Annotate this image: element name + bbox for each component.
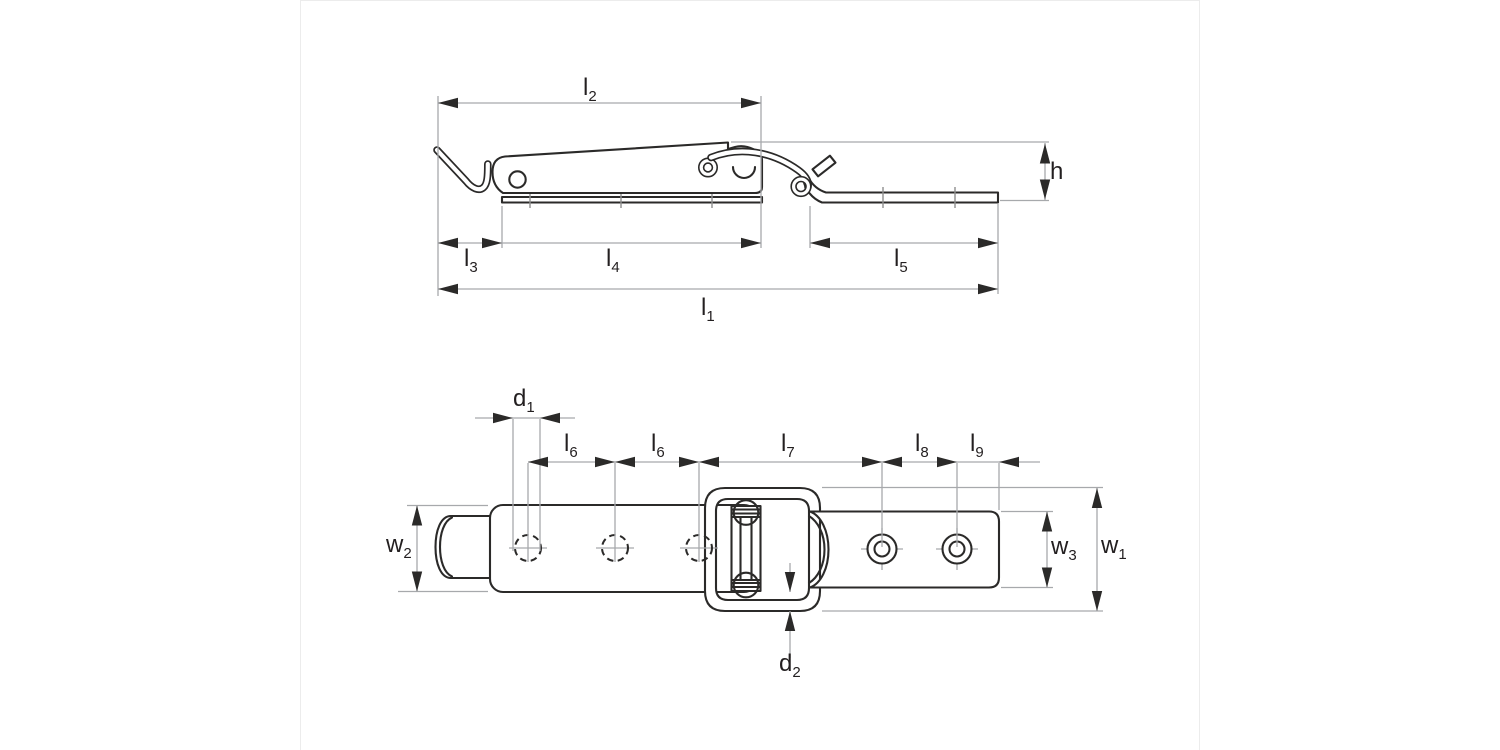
side-view-part (433, 141, 1000, 208)
catch-plate-holes (861, 528, 978, 570)
dim-label-l6b: l6 (651, 430, 665, 461)
grip-end (434, 514, 490, 580)
drawing-canvas (300, 0, 1200, 750)
roller-pin (730, 499, 762, 599)
top-view-part (434, 486, 1001, 613)
side-pivot-arc (731, 165, 757, 179)
catch-plate (808, 510, 1001, 589)
dim-label-w1: w1 (1100, 532, 1127, 563)
dim-label-h: h (1050, 158, 1063, 185)
spring-tab (811, 154, 837, 178)
dim-label-l7: l7 (781, 430, 795, 461)
dim-label-l2: l2 (583, 74, 597, 105)
top-view-dimensions: d1 l6 l6 l7 l8 l9 w2 w3 w1 d2 (385, 385, 1127, 681)
dim-label-w3: w3 (1050, 533, 1077, 564)
dim-label-l9: l9 (970, 430, 984, 461)
side-lever-hole (508, 170, 527, 189)
side-view-dimensions: l2 h l3 l4 l5 l1 (437, 74, 1063, 325)
dim-label-l5: l5 (894, 245, 908, 276)
side-catch-plate (802, 175, 1000, 204)
dim-label-l8: l8 (915, 430, 929, 461)
dim-label-l4: l4 (606, 245, 620, 276)
side-lever-body (491, 141, 764, 195)
side-base-plate (500, 195, 764, 204)
dim-label-d2: d2 (779, 650, 801, 681)
dim-label-l1: l1 (701, 294, 715, 325)
dim-label-w2: w2 (385, 531, 412, 562)
top-view: d1 l6 l6 l7 l8 l9 w2 w3 w1 d2 (385, 385, 1127, 681)
side-view: l2 h l3 l4 l5 l1 (433, 74, 1063, 325)
dim-label-d1: d1 (513, 385, 535, 416)
dim-label-l3: l3 (464, 245, 478, 276)
buckle-loop (703, 486, 822, 613)
dim-label-l6a: l6 (564, 430, 578, 461)
